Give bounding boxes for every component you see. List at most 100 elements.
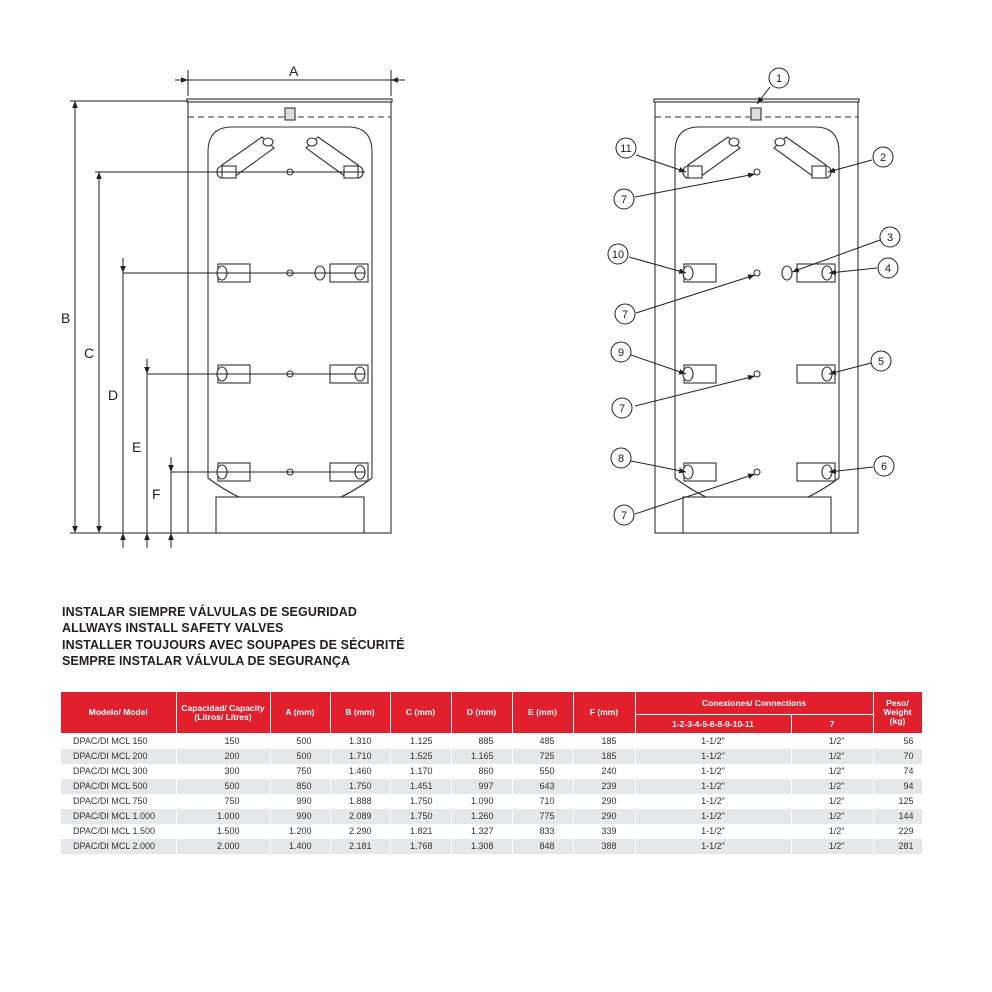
right-sensor-points [753, 168, 761, 476]
cell-conn-group1: 1-1/2" [635, 809, 792, 824]
callout-8: 8 [618, 453, 624, 465]
cell-model: DPAC/DI MCL 1.500 [61, 824, 177, 839]
cell-conn-group2: 1/2" [791, 809, 874, 824]
warning-pt: SEMPRE INSTALAR VÁLVULA DE SEGURANÇA [62, 654, 351, 669]
cell-f: 185 [573, 733, 636, 749]
callout-7-top: 7 [621, 194, 627, 206]
warning-es: INSTALAR SIEMPRE VÁLVULAS DE SEGURIDAD [62, 605, 358, 619]
callout-4: 4 [885, 263, 891, 275]
cell-conn-group1: 1-1/2" [635, 824, 792, 839]
cell-f: 388 [573, 839, 636, 854]
callout-11: 11 [620, 143, 631, 155]
callout-6: 6 [881, 461, 887, 473]
cell-d: 1.260 [451, 809, 513, 824]
cell-b: 1.750 [330, 779, 391, 794]
cell-capacity: 500 [176, 779, 271, 794]
cell-a: 500 [270, 749, 331, 764]
cell-d: 1.090 [451, 794, 513, 809]
callout-7-bottom: 7 [621, 510, 627, 522]
cell-b: 1.460 [330, 764, 391, 779]
cell-model: DPAC/DI MCL 500 [61, 779, 177, 794]
cell-model: DPAC/DI MCL 1.000 [61, 809, 177, 824]
cell-e: 485 [512, 733, 574, 749]
cell-weight: 70 [873, 749, 923, 764]
cell-a: 750 [270, 764, 331, 779]
warning-en: ALLWAYS INSTALL SAFETY VALVES [62, 621, 284, 636]
right-tank-drawing [653, 98, 860, 534]
callout-7-upper: 7 [622, 309, 628, 321]
callout-leader-lines [628, 86, 881, 515]
cell-f: 339 [573, 824, 636, 839]
callout-7-lower: 7 [619, 403, 625, 415]
header-capacity: Capacidad/ Capacity (Litros/ Litres) [176, 692, 271, 734]
cell-conn-group1: 1-1/2" [635, 733, 792, 749]
cell-weight: 125 [873, 794, 923, 809]
header-c: C (mm) [390, 692, 452, 734]
dim-label-b: B [61, 310, 70, 326]
cell-model: DPAC/DI MCL 750 [61, 794, 177, 809]
left-tank-drawing [186, 98, 393, 534]
specifications-table: Modelo/ Model Capacidad/ Capacity (Litro… [61, 692, 923, 854]
callout-1: 1 [776, 73, 782, 85]
cell-e: 643 [512, 779, 574, 794]
header-connections: Conexiones/ Connections [635, 692, 874, 715]
cell-conn-group1: 1-1/2" [635, 839, 792, 854]
cell-c: 1.750 [390, 809, 452, 824]
header-f: F (mm) [573, 692, 636, 734]
cell-a: 1.400 [270, 839, 331, 854]
cell-model: DPAC/DI MCL 200 [61, 749, 177, 764]
cell-e: 710 [512, 794, 574, 809]
dim-label-d: D [108, 387, 118, 403]
cell-e: 550 [512, 764, 574, 779]
cell-weight: 229 [873, 824, 923, 839]
callout-2: 2 [880, 152, 886, 164]
cell-conn-group2: 1/2" [791, 839, 874, 854]
callout-5: 5 [878, 356, 884, 368]
cell-model: DPAC/DI MCL 150 [61, 733, 177, 749]
header-a: A (mm) [270, 692, 331, 734]
cell-f: 240 [573, 764, 636, 779]
cell-a: 990 [270, 794, 331, 809]
cell-conn-group1: 1-1/2" [635, 749, 792, 764]
callout-10: 10 [612, 249, 624, 261]
left-dimension-lines [70, 70, 405, 548]
callout-circles [607, 67, 901, 526]
cell-d: 860 [451, 764, 513, 779]
warning-fr: INSTALLER TOUJOURS AVEC SOUPAPES DE SÉCU… [62, 637, 405, 652]
cell-capacity: 150 [176, 733, 271, 749]
header-model: Modelo/ Model [61, 692, 177, 734]
cell-a: 1.200 [270, 824, 331, 839]
cell-conn-group2: 1/2" [791, 794, 874, 809]
cell-weight: 74 [873, 764, 923, 779]
header-conn-group2: 7 [791, 714, 874, 734]
cell-b: 2.181 [330, 839, 391, 854]
cell-model: DPAC/DI MCL 300 [61, 764, 177, 779]
cell-b: 1.888 [330, 794, 391, 809]
right-top-fittings [682, 136, 832, 179]
cell-d: 997 [451, 779, 513, 794]
cell-f: 290 [573, 809, 636, 824]
cell-conn-group2: 1/2" [791, 779, 874, 794]
cell-c: 1.451 [390, 779, 452, 794]
cell-conn-group2: 1/2" [791, 749, 874, 764]
header-weight: Peso/ Weight (kg) [873, 692, 923, 734]
cell-f: 185 [573, 749, 636, 764]
dim-label-f: F [152, 486, 161, 502]
cell-c: 1.821 [390, 824, 452, 839]
cell-capacity: 1.500 [176, 824, 271, 839]
header-e: E (mm) [512, 692, 574, 734]
cell-capacity: 2.000 [176, 839, 271, 854]
cell-conn-group2: 1/2" [791, 764, 874, 779]
cell-d: 1.308 [451, 839, 513, 854]
cell-conn-group2: 1/2" [791, 733, 874, 749]
dim-label-e: E [132, 439, 141, 455]
cell-c: 1.768 [390, 839, 452, 854]
